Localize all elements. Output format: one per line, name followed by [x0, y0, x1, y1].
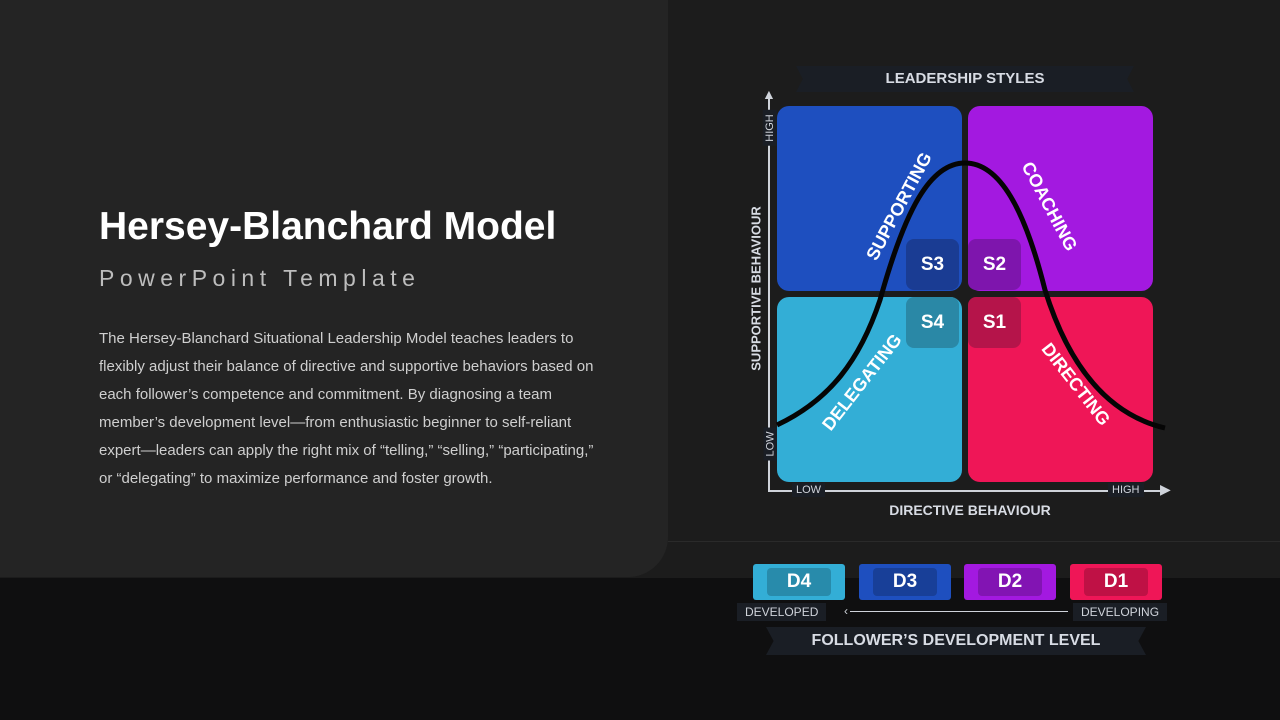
style-badge-s2: S2	[968, 239, 1021, 290]
y-axis	[768, 95, 770, 491]
level-code: D2	[978, 568, 1042, 596]
style-badge-s3: S3	[906, 239, 959, 290]
text-panel	[0, 0, 668, 577]
arrow-up-icon: ▲	[762, 86, 776, 102]
arrow-right-icon: ▶	[1160, 481, 1171, 497]
description: The Hersey-Blanchard Situational Leaders…	[99, 330, 594, 487]
level-d2: D2	[964, 564, 1056, 600]
development-heading: FOLLOWER’S DEVELOPMENT LEVEL	[766, 627, 1146, 655]
arrow-left-icon: ‹	[844, 604, 848, 618]
x-high-label: HIGH	[1108, 483, 1144, 497]
level-code: D4	[767, 568, 831, 596]
level-d1: D1	[1070, 564, 1162, 600]
level-code: D3	[873, 568, 937, 596]
page-subtitle: PowerPoint Template	[99, 265, 421, 291]
style-badge-s4: S4	[906, 297, 959, 348]
x-axis-title: DIRECTIVE BEHAVIOUR	[889, 502, 1051, 518]
divider	[668, 541, 1280, 542]
level-d3: D3	[859, 564, 951, 600]
developed-label: DEVELOPED	[737, 603, 827, 621]
style-badge-s1: S1	[968, 297, 1021, 348]
level-code: D1	[1084, 568, 1148, 596]
level-d4: D4	[753, 564, 845, 600]
x-low-label: LOW	[792, 483, 826, 497]
arrow-left-line	[850, 611, 1068, 612]
x-axis	[768, 490, 1166, 492]
leadership-styles-heading: LEADERSHIP STYLES	[796, 66, 1134, 92]
developing-label: DEVELOPING	[1073, 603, 1168, 621]
page-title: Hersey-Blanchard Model	[99, 205, 557, 248]
